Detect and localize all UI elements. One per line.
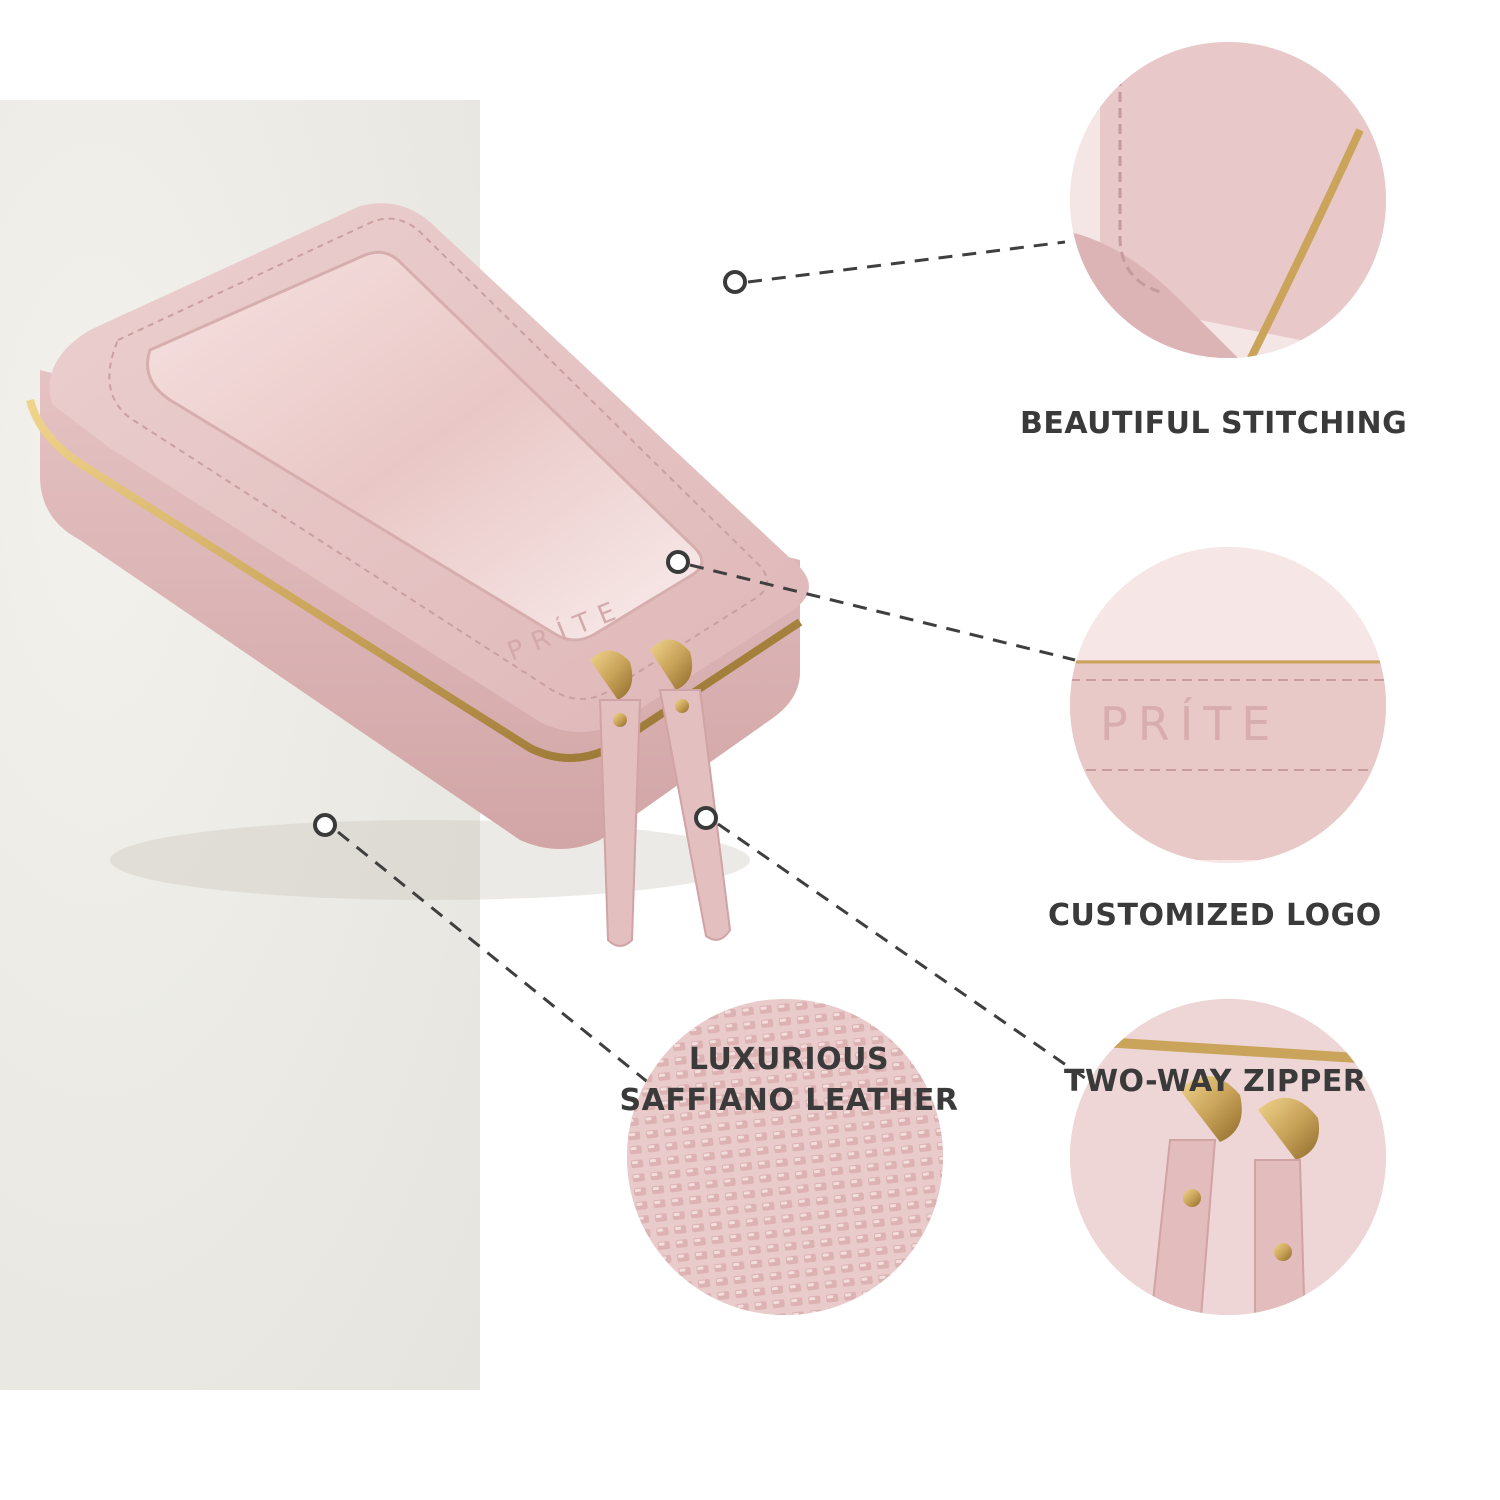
zoomed-brand-logo: PRÍTE bbox=[1100, 697, 1280, 751]
marker-zipper bbox=[694, 806, 718, 830]
toiletry-bag: PRÍTE bbox=[26, 203, 809, 947]
marker-stitching bbox=[723, 270, 747, 294]
label-beautiful-stitching: BEAUTIFUL STITCHING bbox=[1020, 406, 1408, 441]
clear-window bbox=[146, 250, 704, 642]
zipper-track bbox=[26, 398, 803, 762]
detail-circle-logo: PRÍTE bbox=[1070, 547, 1386, 863]
label-saffiano-leather: LUXURIOUS SAFFIANO LEATHER bbox=[604, 1040, 974, 1121]
detail-circle-zipper bbox=[1070, 999, 1386, 1315]
detail-circle-leather bbox=[627, 999, 943, 1315]
callout-markers bbox=[313, 270, 747, 837]
label-customized-logo: CUSTOMIZED LOGO bbox=[1048, 898, 1382, 933]
label-two-way-zipper: TWO-WAY ZIPPER bbox=[1064, 1064, 1367, 1099]
detail-circle-stitching bbox=[1070, 42, 1386, 358]
marker-leather bbox=[313, 813, 337, 837]
callout-lines bbox=[337, 240, 1106, 1094]
label-saffiano-leather-line2: SAFFIANO LEATHER bbox=[619, 1082, 959, 1118]
label-saffiano-leather-line1: LUXURIOUS bbox=[688, 1042, 890, 1077]
marker-logo bbox=[666, 550, 690, 574]
